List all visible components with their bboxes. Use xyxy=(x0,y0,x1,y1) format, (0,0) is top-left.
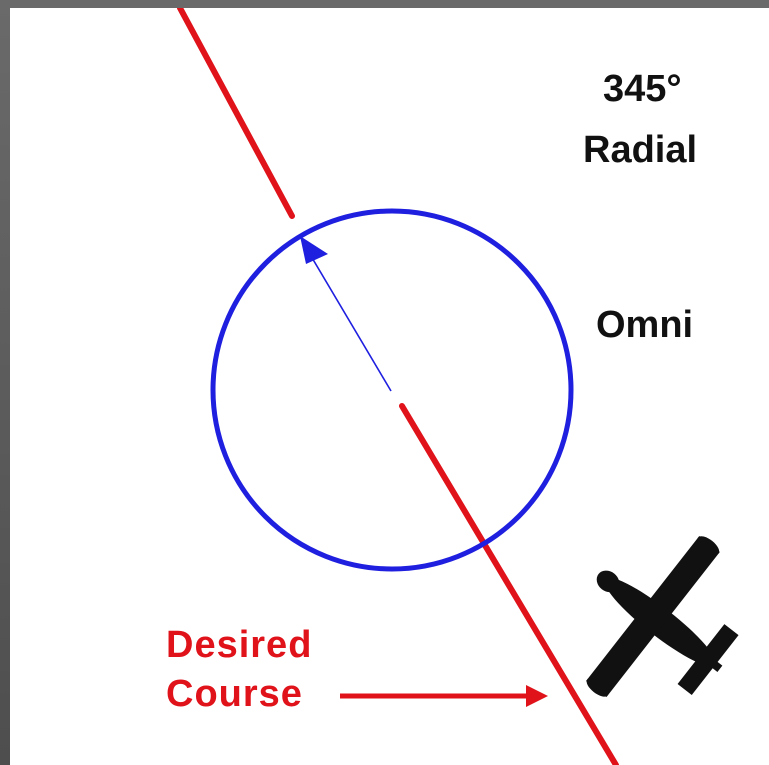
arrow-right-icon xyxy=(526,685,548,707)
radial-word-label: Radial xyxy=(583,129,698,171)
radial-line-upper xyxy=(177,8,295,219)
course-label: Course xyxy=(166,673,303,715)
desired-label: Desired xyxy=(166,624,313,666)
omni-circle xyxy=(210,208,574,572)
bearing-arrowhead-icon xyxy=(300,236,328,264)
radial-line-lower xyxy=(399,403,619,765)
bearing-arrow-shaft xyxy=(307,250,392,392)
diagram-canvas: 345° Radial Omni Desired Course xyxy=(10,8,769,765)
diagram-graphics xyxy=(177,8,739,765)
airplane-icon xyxy=(586,535,739,697)
omni-label: Omni xyxy=(596,304,694,346)
radial-value-label: 345° xyxy=(603,68,682,110)
